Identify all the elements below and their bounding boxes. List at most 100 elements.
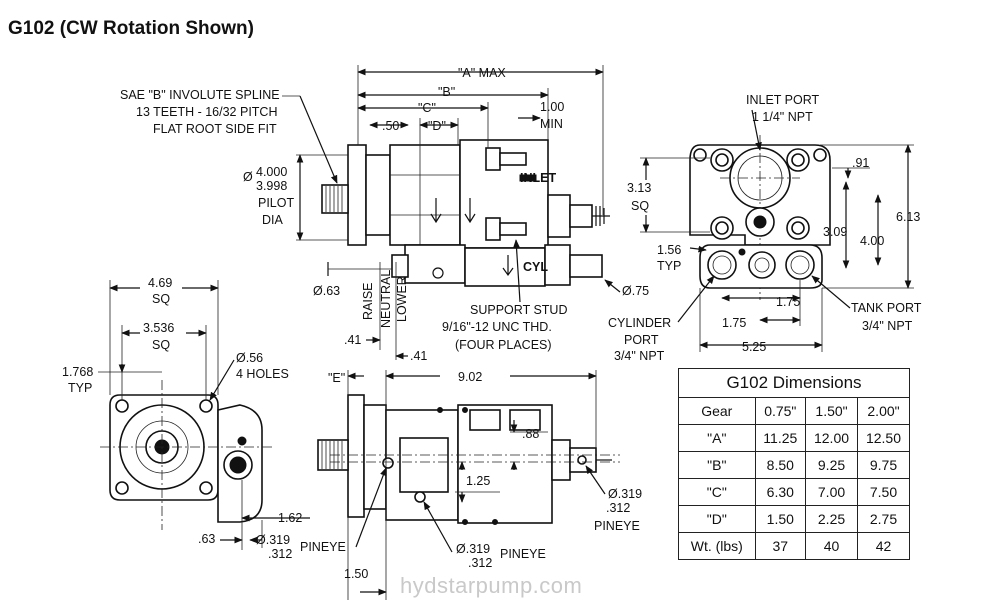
dim-91: .91 [852,156,869,170]
watermark: hydstarpump.com [400,573,583,598]
pineye-right-label: PINEYE [594,519,640,533]
pineye-center-dia: Ø.319 [456,542,490,556]
page-title: G102 (CW Rotation Shown) [8,18,254,39]
end-view: 4.69 SQ 3.536 SQ 1.768 TYP Ø.56 4 HOLES … [62,276,310,550]
pineye-right-min: .312 [606,501,630,515]
dim-41-a: .41 [344,333,361,347]
dim-9-02: 9.02 [458,370,482,384]
cylinder-port-word: PORT [624,333,659,347]
svg-text:INLET: INLET [520,171,556,185]
table-header-cell: 0.75" [754,397,807,425]
dim-1-25: 1.25 [466,474,490,488]
table-header-cell: 2.00" [857,397,910,425]
dim-1-75-lower: 1.75 [722,316,746,330]
dim-88: .88 [522,427,539,441]
table-header-cell: 1.50" [805,397,858,425]
svg-text:CYL: CYL [523,260,548,274]
table-cell: 2.75 [857,505,910,533]
table-cell: 7.50 [857,478,910,506]
spline-line-2: 13 TEETH - 16/32 PITCH [136,105,278,119]
dim-sq-inner: SQ [152,338,170,352]
dim-1-75-upper: 1.75 [776,295,800,309]
dim-typ: TYP [68,381,92,395]
dim-min: MIN [540,117,563,131]
dim-5-25: 5.25 [742,340,766,354]
table-cell: "C" [678,478,756,506]
raise-label: RAISE [361,282,375,320]
table-cell: 9.25 [805,451,858,479]
cylinder-port [707,250,737,280]
table-cell: "D" [678,505,756,533]
support-stud [485,147,501,171]
table-header-row: Gear 0.75" 1.50" 2.00" [678,397,910,425]
spline-line-3: FLAT ROOT SIDE FIT [153,122,277,136]
table-cell: 12.00 [805,424,858,452]
cylinder-port-label: CYLINDER [608,316,671,330]
cylinder-port-size: 3/4" NPT [614,349,665,363]
inlet-port-label: INLET PORT [746,93,820,107]
pilot-dia-min: 3.998 [256,179,287,193]
pump-body [389,144,461,246]
dim-1-56: 1.56 [657,243,681,257]
pineye-left-min: .312 [268,547,292,561]
inlet-port-size: 1 1/4" NPT [752,110,813,124]
table-row: Wt. (lbs) 37 40 42 [678,532,910,560]
holes-dia: Ø.56 [236,351,263,365]
bottom-flange [347,394,365,518]
dim-b: "B" [438,85,455,99]
table-cell: 12.50 [857,424,910,452]
dim-4-69: 4.69 [148,276,172,290]
tank-port-label: TANK PORT [851,301,922,315]
flow-arrow-icon [430,198,442,224]
pineye-left-dia: Ø.319 [256,533,290,547]
pineye-right-dia: Ø.319 [608,487,642,501]
dim-3-13: 3.13 [627,181,651,195]
dim-3-536: 3.536 [143,321,174,335]
stud-label-2: 9/16"-12 UNC THD. [442,320,552,334]
table-row: "A" 11.25 12.00 12.50 [678,424,910,452]
dim-1-00: 1.00 [540,100,564,114]
dim-63: .63 [198,532,215,546]
table-cell: 9.75 [857,451,910,479]
table-header-cell: Gear [678,397,756,425]
dim-4-00: 4.00 [860,234,884,248]
table-row: "D" 1.50 2.25 2.75 [678,505,910,533]
table-cell: 42 [857,532,910,560]
dim-e: "E" [328,371,345,385]
dia-label: DIA [262,213,284,227]
mounting-flange [347,144,367,246]
dim-typ: TYP [657,259,681,273]
pineye-center-label: PINEYE [500,547,546,561]
dimensions-table: G102 Dimensions Gear 0.75" 1.50" 2.00" "… [678,368,910,560]
table-cell: Wt. (lbs) [678,532,756,560]
stud-label-1: SUPPORT STUD [470,303,567,317]
table-row: "B" 8.50 9.25 9.75 [678,451,910,479]
dim-d: "D" [428,119,446,133]
holes-count: 4 HOLES [236,367,289,381]
table-title: G102 Dimensions [678,368,910,398]
pilot-dia-max: 4.000 [256,165,287,179]
dim-41-b: .41 [410,349,427,363]
dim-6-13: 6.13 [896,210,920,224]
side-view: CYL INLET "A" MAX "B" "C" .50 "D" 1.00 M… [120,65,649,363]
table-cell: 2.25 [805,505,858,533]
neutral-label: NEUTRAL [379,270,393,328]
table-cell: 37 [754,532,807,560]
tank-port-size: 3/4" NPT [862,319,913,333]
pineye-center-min: .312 [468,556,492,570]
bottom-view: "E" 9.02 .88 1.25 Ø.319 .312 PINEYE Ø.31… [256,370,642,600]
dia-63: Ø.63 [313,284,340,298]
dim-1-768: 1.768 [62,365,93,379]
pilot-label: PILOT [258,196,294,210]
table-cell: 11.25 [754,424,807,452]
dim-sq-outer: SQ [152,292,170,306]
table-cell: 1.50 [754,505,807,533]
dim-c: "C" [418,101,436,115]
dim-50: .50 [382,119,399,133]
table-row: "C" 6.30 7.00 7.50 [678,478,910,506]
dim-3-09: 3.09 [823,225,847,239]
stud-label-3: (FOUR PLACES) [455,338,552,352]
spline-line-1: SAE "B" INVOLUTE SPLINE [120,88,280,102]
table-cell: 6.30 [754,478,807,506]
